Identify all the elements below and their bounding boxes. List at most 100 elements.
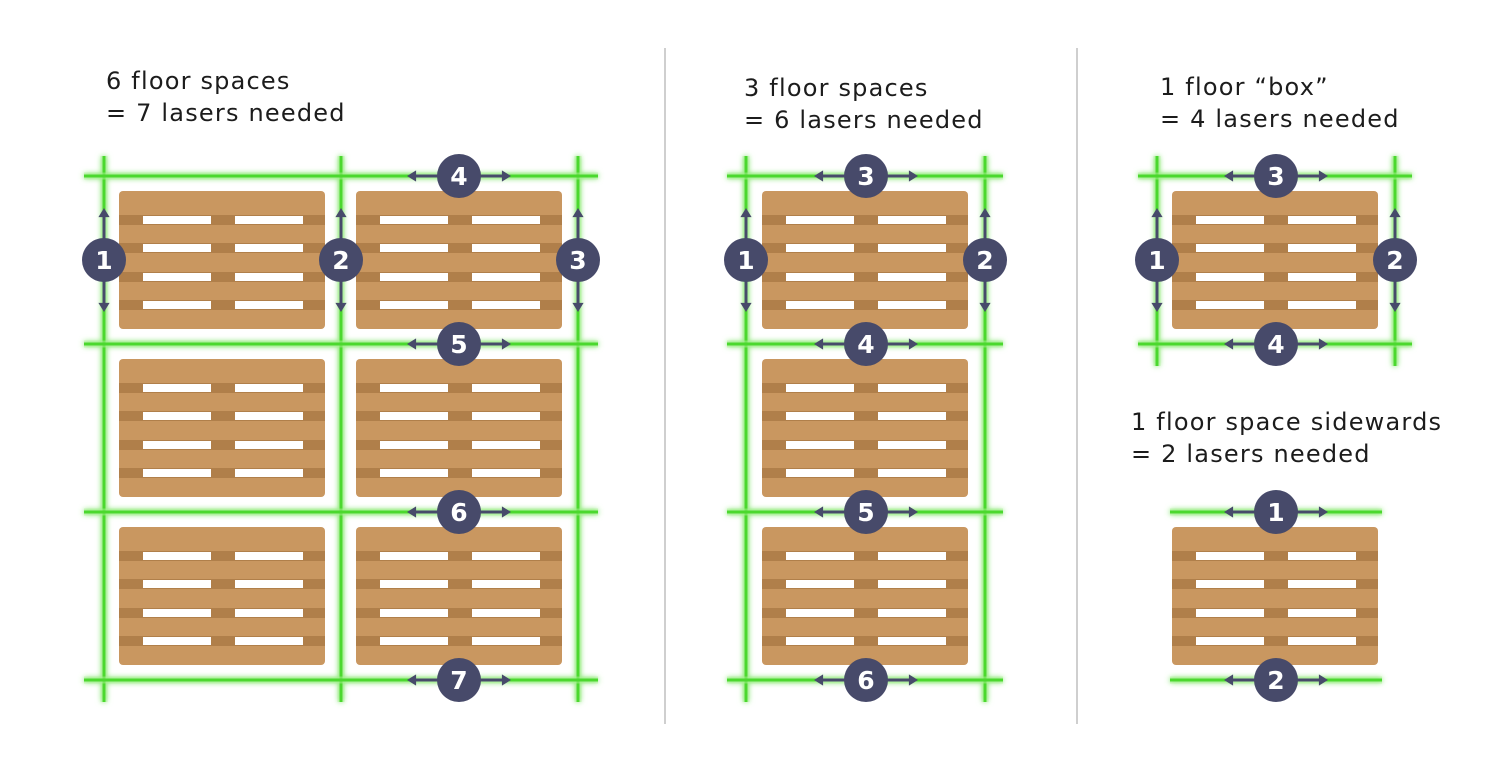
laser-number-label: 3 [1267, 162, 1284, 191]
pallet-icon [119, 359, 325, 497]
laser-number-badge: 2 [1373, 238, 1417, 282]
pallet-icon [1172, 527, 1378, 665]
laser-number-badge: 1 [1254, 490, 1298, 534]
laser-number-badge: 3 [556, 238, 600, 282]
laser-number-label: 4 [450, 162, 467, 191]
arrowhead-left [814, 506, 824, 518]
arrowhead-right [908, 506, 918, 518]
pallet-icon [762, 359, 968, 497]
pallet-icon [119, 527, 325, 665]
caption-line-1: 1 floor space sidewards [1131, 408, 1443, 436]
arrowhead-down [335, 302, 347, 312]
arrowhead-right [501, 674, 511, 686]
arrowhead-down [1389, 302, 1401, 312]
caption-three-floor-spaces: 3 floor spaces = 6 lasers needed [744, 72, 984, 136]
arrowhead-right [1318, 506, 1328, 518]
arrowhead-up [572, 208, 584, 218]
arrowhead-down [740, 302, 752, 312]
caption-line-1: 3 floor spaces [744, 74, 929, 102]
arrowhead-left [814, 170, 824, 182]
laser-number-badge: 1 [724, 238, 768, 282]
laser-number-badge: 5 [437, 322, 481, 366]
laser-number-label: 3 [569, 246, 586, 275]
pallet-icon [1172, 191, 1378, 329]
laser-number-badge: 1 [1135, 238, 1179, 282]
arrowhead-right [501, 338, 511, 350]
arrowhead-left [814, 674, 824, 686]
pallet-icon [356, 527, 562, 665]
pallet-icon [762, 191, 968, 329]
laser-number-badge: 2 [1254, 658, 1298, 702]
arrowhead-right [1318, 170, 1328, 182]
laser-number-badge: 6 [437, 490, 481, 534]
pallet-icon [119, 191, 325, 329]
laser-number-label: 2 [332, 246, 349, 275]
caption-line-2: = 2 lasers needed [1131, 440, 1371, 468]
laser-number-label: 2 [1386, 246, 1403, 275]
arrowhead-left [407, 170, 417, 182]
laser-number-badge: 4 [437, 154, 481, 198]
arrowhead-left [1224, 170, 1234, 182]
laser-number-label: 6 [450, 498, 467, 527]
arrowhead-left [1224, 338, 1234, 350]
arrowhead-left [814, 338, 824, 350]
laser-number-label: 7 [450, 666, 467, 695]
arrowhead-right [1318, 338, 1328, 350]
laser-number-label: 6 [857, 666, 874, 695]
arrowhead-left [407, 674, 417, 686]
pallet-icon [762, 527, 968, 665]
caption-six-floor-spaces: 6 floor spaces = 7 lasers needed [106, 65, 346, 129]
arrowhead-left [1224, 506, 1234, 518]
laser-number-label: 1 [1148, 246, 1165, 275]
arrowhead-left [407, 506, 417, 518]
arrowhead-down [572, 302, 584, 312]
arrowhead-right [501, 506, 511, 518]
laser-number-label: 2 [1267, 666, 1284, 695]
laser-number-label: 5 [450, 330, 467, 359]
arrowhead-right [908, 338, 918, 350]
laser-number-label: 2 [976, 246, 993, 275]
laser-number-badge: 1 [82, 238, 126, 282]
laser-number-badge: 4 [1254, 322, 1298, 366]
laser-number-label: 4 [857, 330, 874, 359]
laser-number-badge: 4 [844, 322, 888, 366]
arrowhead-right [501, 170, 511, 182]
arrowhead-left [1224, 674, 1234, 686]
pallet-icon [356, 191, 562, 329]
pallet-icon [356, 359, 562, 497]
laser-number-badge: 5 [844, 490, 888, 534]
caption-line-1: 1 floor “box” [1160, 73, 1329, 101]
laser-number-label: 1 [1267, 498, 1284, 527]
caption-line-2: = 4 lasers needed [1160, 105, 1400, 133]
laser-number-badge: 7 [437, 658, 481, 702]
arrowhead-right [908, 674, 918, 686]
arrowhead-up [740, 208, 752, 218]
arrowhead-down [98, 302, 110, 312]
laser-number-label: 3 [857, 162, 874, 191]
laser-number-label: 1 [95, 246, 112, 275]
arrowhead-down [1151, 302, 1163, 312]
laser-number-badge: 3 [1254, 154, 1298, 198]
laser-number-label: 1 [737, 246, 754, 275]
laser-number-badge: 6 [844, 658, 888, 702]
arrowhead-up [335, 208, 347, 218]
arrowhead-down [979, 302, 991, 312]
laser-number-badge: 2 [963, 238, 1007, 282]
caption-floor-box: 1 floor “box” = 4 lasers needed [1160, 71, 1400, 135]
laser-number-label: 4 [1267, 330, 1284, 359]
arrowhead-left [407, 338, 417, 350]
laser-number-badge: 3 [844, 154, 888, 198]
arrowhead-up [98, 208, 110, 218]
caption-floor-space-sidewards: 1 floor space sidewards = 2 lasers neede… [1131, 406, 1442, 470]
arrowhead-up [979, 208, 991, 218]
arrowhead-right [908, 170, 918, 182]
caption-line-2: = 7 lasers needed [106, 99, 346, 127]
laser-number-label: 5 [857, 498, 874, 527]
arrowhead-right [1318, 674, 1328, 686]
laser-number-badge: 2 [319, 238, 363, 282]
arrowhead-up [1389, 208, 1401, 218]
caption-line-2: = 6 lasers needed [744, 106, 984, 134]
caption-line-1: 6 floor spaces [106, 67, 291, 95]
arrowhead-up [1151, 208, 1163, 218]
